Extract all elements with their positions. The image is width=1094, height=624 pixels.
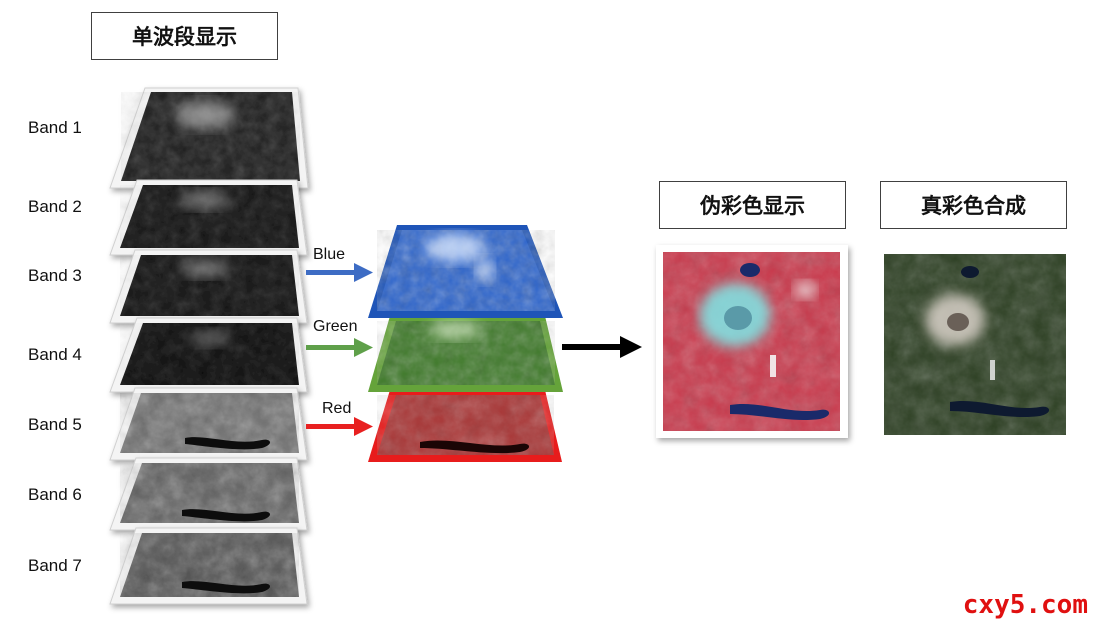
composite-arrow	[562, 336, 642, 358]
red-arrow	[306, 417, 373, 436]
band-tile-7	[109, 527, 308, 605]
green-layer	[368, 316, 563, 392]
arrow-label-red: Red	[322, 400, 352, 417]
watermark-text: cxy5.com	[962, 590, 1088, 620]
arrow-label-blue: Blue	[313, 246, 346, 263]
band-label-1: Band 1	[28, 118, 82, 137]
band-label-5: Band 5	[28, 415, 82, 434]
blue-layer	[368, 225, 563, 318]
green-arrow	[306, 338, 373, 357]
true-color-image	[884, 254, 1066, 435]
title-true-color-composite: 真彩色合成	[880, 181, 1067, 229]
band-tile-1	[109, 87, 309, 189]
band-label-2: Band 2	[28, 197, 82, 216]
arrow-label-green: Green	[313, 318, 358, 335]
band-tile-5	[109, 387, 308, 461]
band-tile-4	[109, 317, 308, 393]
false-color-image	[656, 245, 848, 438]
band-tile-3	[109, 249, 308, 324]
blue-arrow	[306, 263, 373, 282]
band-label-6: Band 6	[28, 485, 82, 504]
rgb-layer-stack	[368, 225, 563, 462]
band-stack	[109, 87, 309, 605]
title-false-color-display: 伪彩色显示	[659, 181, 846, 229]
red-layer	[368, 390, 562, 462]
band-tile-2	[109, 179, 308, 256]
title-single-band-display: 单波段显示	[91, 12, 278, 60]
band-label-7: Band 7	[28, 556, 82, 575]
band-tile-6	[109, 457, 308, 531]
band-label-3: Band 3	[28, 266, 82, 285]
band-label-4: Band 4	[28, 345, 82, 364]
channel-arrows	[306, 263, 373, 436]
